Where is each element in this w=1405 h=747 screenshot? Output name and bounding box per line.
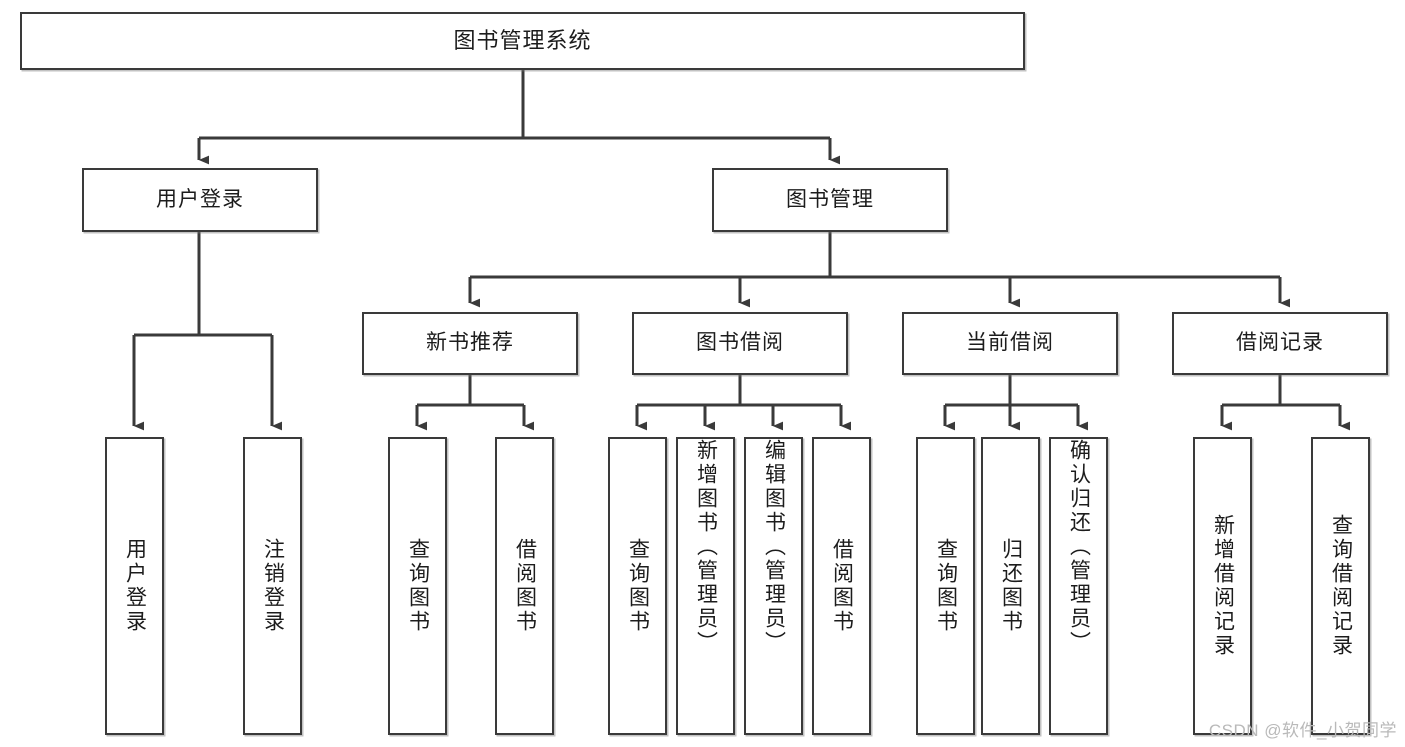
node-book-borrow[interactable]: 图书借阅 [632,312,848,375]
node-user-login[interactable]: 用户登录 [82,168,318,232]
node-label: 借阅记录 [1236,331,1324,355]
node-book-management[interactable]: 图书管理 [712,168,948,232]
leaf-add-borrow-record[interactable]: 新增借阅记录 [1193,437,1252,735]
node-label: 新增借阅记录 [1211,514,1235,658]
node-label: 图书管理 [786,187,874,211]
node-root[interactable]: 图书管理系统 [20,12,1025,70]
node-label: 归还图书 [999,538,1023,634]
node-label: 确认归还（管理员） [1067,439,1091,655]
node-current-borrow[interactable]: 当前借阅 [902,312,1118,375]
leaf-query-book-borrow[interactable]: 查询图书 [608,437,667,735]
leaf-edit-book-admin[interactable]: 编辑图书（管理员） [744,437,803,735]
node-label: 借阅图书 [830,538,854,634]
leaf-query-book-recommend[interactable]: 查询图书 [388,437,447,735]
node-label: 查询图书 [934,538,958,634]
leaf-query-book-current[interactable]: 查询图书 [916,437,975,735]
leaf-confirm-return-admin[interactable]: 确认归还（管理员） [1049,437,1108,735]
node-label: 借阅图书 [513,538,537,634]
node-new-book-recommend[interactable]: 新书推荐 [362,312,578,375]
leaf-logout[interactable]: 注销登录 [243,437,302,735]
leaf-add-book-admin[interactable]: 新增图书（管理员） [676,437,735,735]
node-label: 注销登录 [261,538,285,634]
node-label: 新增图书（管理员） [694,439,718,655]
node-label: 图书管理系统 [453,28,592,54]
node-label: 当前借阅 [966,331,1054,355]
node-borrow-record[interactable]: 借阅记录 [1172,312,1388,375]
leaf-query-borrow-record[interactable]: 查询借阅记录 [1311,437,1370,735]
watermark: CSDN @软件_小贺同学 [1208,721,1397,740]
node-label: 新书推荐 [426,331,514,355]
leaf-borrow-book-recommend[interactable]: 借阅图书 [495,437,554,735]
node-label: 查询借阅记录 [1329,514,1353,658]
leaf-return-book[interactable]: 归还图书 [981,437,1040,735]
node-label: 编辑图书（管理员） [762,439,786,655]
node-label: 图书借阅 [696,331,784,355]
node-label: 用户登录 [156,187,244,211]
node-label: 查询图书 [626,538,650,634]
node-label: 用户登录 [123,538,147,634]
leaf-borrow-book[interactable]: 借阅图书 [812,437,871,735]
node-label: 查询图书 [406,538,430,634]
leaf-user-login[interactable]: 用户登录 [105,437,164,735]
